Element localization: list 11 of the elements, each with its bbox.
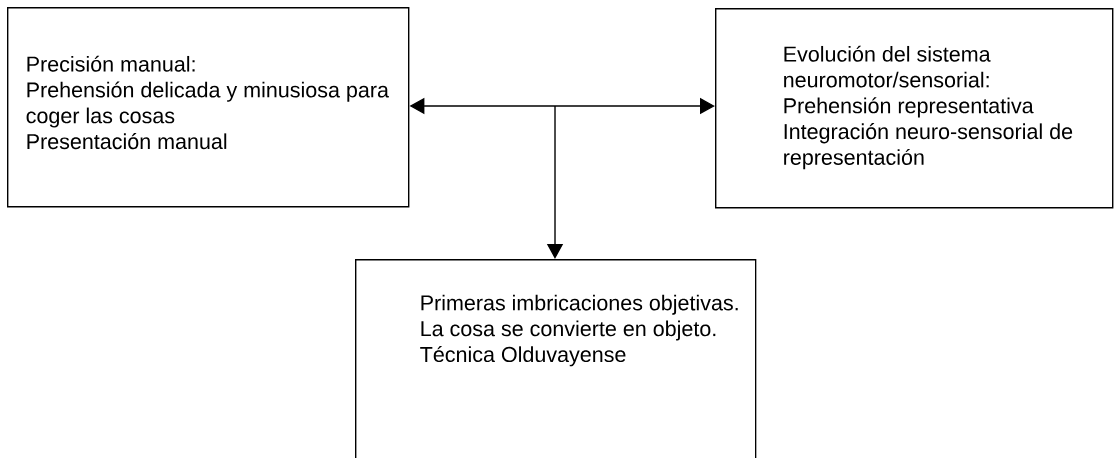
box-text: Presentación manual: [27, 133, 227, 150]
box-text: Prehensión delicada y minusiosa para coger las cosas: [26, 81, 389, 128]
text-box: [7, 7, 410, 208]
box-text: Integración neuro-sensorial de representación: [784, 123, 1073, 170]
box-text: Precisión manual:: [27, 55, 195, 72]
box-text: Evolución del sistema neuromotor/sensorial:: [784, 45, 991, 88]
box-text: Prehensión representativa: [784, 97, 1034, 118]
box-text: Técnica Olduvayense: [420, 346, 626, 367]
text-box: [355, 259, 757, 458]
box-text: Primeras imbricaciones objetivas. La cosa se convierte en objeto.: [421, 294, 738, 341]
text-box: [715, 8, 1114, 209]
